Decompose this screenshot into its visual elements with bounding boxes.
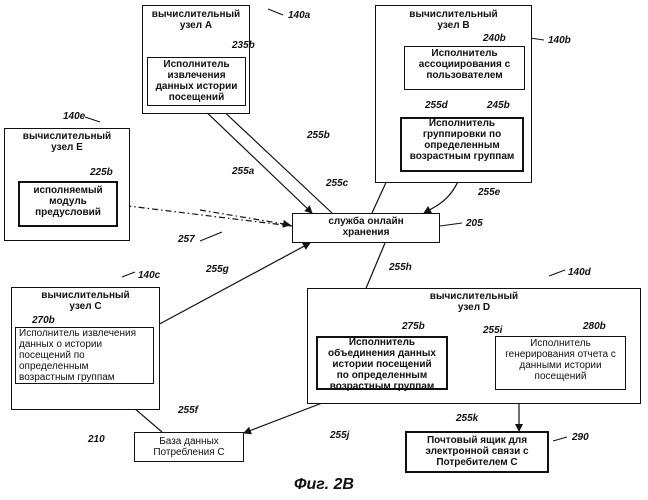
link-257-b xyxy=(200,210,290,225)
database-text: База данных Потребления С xyxy=(134,436,244,458)
label-257: 257 xyxy=(178,234,195,245)
link-255g xyxy=(154,243,310,327)
node-b-inner-link-ref: 255d xyxy=(425,100,448,111)
node-b-module1-ref: 240b xyxy=(483,33,506,44)
figure-caption: Фиг. 2В xyxy=(0,476,648,494)
storage-ref: 205 xyxy=(466,218,483,229)
link-257 xyxy=(120,205,292,226)
node-d-module1-text: Исполнитель объединения данных истории п… xyxy=(316,337,448,392)
label-255f: 255f xyxy=(178,405,198,416)
link-255b xyxy=(218,106,332,213)
node-e-module-ref: 225b xyxy=(90,167,113,178)
node-c-module-text: Исполнитель извлечения данных о истории … xyxy=(19,328,154,383)
node-b-title: вычислительный узел В xyxy=(375,9,532,31)
node-b-module2-text: Исполнитель группировки по определенным … xyxy=(400,118,524,162)
node-a-ref: 140a xyxy=(288,10,310,21)
node-d-module2-text: Исполнитель генерирования отчета с данны… xyxy=(495,338,626,382)
node-a-title: вычислительный узел А xyxy=(142,9,250,31)
node-e-module-text: исполняемый модуль предусловий xyxy=(18,185,118,218)
label-255h: 255h xyxy=(389,262,412,273)
node-e-ref: 140e xyxy=(63,111,85,122)
link-255a xyxy=(200,106,312,213)
label-255b: 255b xyxy=(307,130,330,141)
node-d-module2-ref: 280b xyxy=(583,321,606,332)
label-255e: 255e xyxy=(478,187,500,198)
label-255j: 255j xyxy=(330,430,349,441)
mailbox-ref: 290 xyxy=(572,432,589,443)
label-255k: 255k xyxy=(456,413,478,424)
node-a-module-text: Исполнитель извлечения данных истории по… xyxy=(147,59,246,103)
node-a-module-ref: 235b xyxy=(232,40,255,51)
node-b-ref: 140b xyxy=(548,35,571,46)
node-e-title: вычислительный узел Е xyxy=(4,131,130,153)
node-b-module1-text: Исполнитель ассоциирования с пользовател… xyxy=(404,48,525,81)
mailbox-text: Почтовый ящик для электронной связи с По… xyxy=(405,435,549,468)
label-255g: 255g xyxy=(206,264,229,275)
node-c-module-ref: 270b xyxy=(32,315,55,326)
node-b-module2-ref: 245b xyxy=(487,100,510,111)
node-d-ref: 140d xyxy=(568,267,591,278)
node-d-inner-link-ref: 255i xyxy=(483,325,502,336)
node-c-title: вычислительный узел С xyxy=(11,290,160,312)
label-255c: 255c xyxy=(326,178,348,189)
node-d-title: вычислительный узел D xyxy=(307,291,641,313)
database-ref: 210 xyxy=(88,434,105,445)
node-c-ref: 140c xyxy=(138,270,160,281)
label-255a: 255a xyxy=(232,166,254,177)
storage-text: служба онлайн хранения xyxy=(292,216,440,238)
node-d-module1-ref: 275b xyxy=(402,321,425,332)
